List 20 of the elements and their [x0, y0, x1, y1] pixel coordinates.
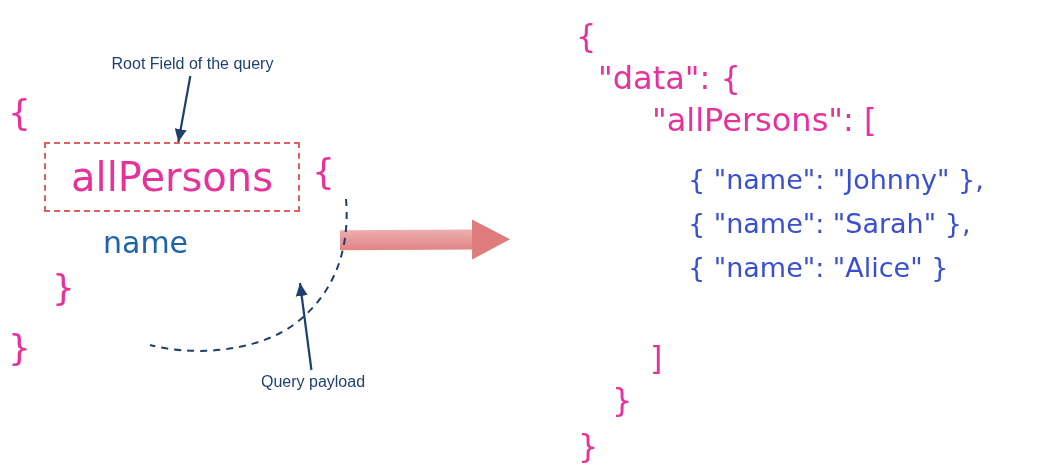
json-object-line: { "name": "Johnny" },: [688, 166, 984, 193]
json-line: }: [578, 430, 599, 462]
callout-text: Root Field of the query: [85, 52, 300, 76]
code-brace: }: [8, 330, 31, 366]
json-line: "allPersons": [: [652, 104, 877, 136]
callout-text: Query payload: [243, 370, 383, 394]
code-brace: {: [8, 95, 31, 131]
code-brace: }: [52, 270, 75, 306]
code-brace: {: [312, 154, 335, 190]
json-line: "data": {: [598, 62, 741, 94]
json-line: {: [576, 20, 597, 52]
field-name: name: [103, 228, 189, 258]
leader-arrow: [295, 282, 313, 371]
json-line: ]: [650, 342, 663, 374]
leader-arrow: [174, 75, 192, 143]
json-object-line: { "name": "Sarah" },: [688, 210, 971, 237]
highlighted-field: allPersons: [44, 142, 300, 212]
block-arrow: [339, 219, 510, 260]
json-object-line: { "name": "Alice" }: [688, 254, 949, 281]
json-line: }: [612, 384, 633, 416]
